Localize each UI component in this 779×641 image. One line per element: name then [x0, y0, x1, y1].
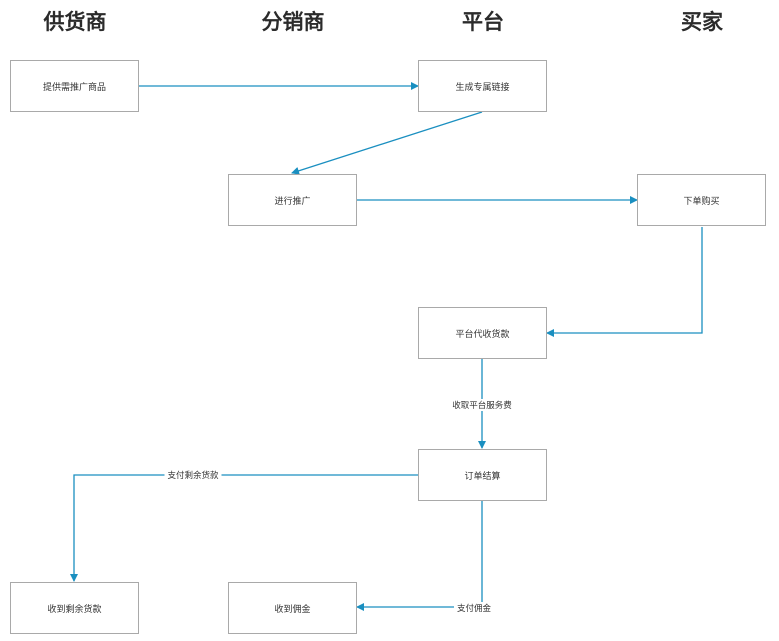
node-receive-commission: 收到佣金	[228, 582, 357, 634]
edge-label-pay-remaining: 支付剩余货款	[164, 469, 222, 481]
edge-label-service-fee: 收取平台服务费	[449, 399, 515, 411]
node-place-order: 下单购买	[637, 174, 766, 226]
lane-title-platform: 平台	[462, 10, 504, 34]
edge-order-to-collect	[546, 227, 703, 337]
edge-settlement-to-commission	[356, 501, 483, 611]
lane-title-buyer: 买家	[681, 10, 723, 34]
node-receive-remaining: 收到剩余货款	[10, 582, 139, 634]
edge-link-to-promote	[291, 111, 483, 175]
lane-title-supplier: 供货商	[43, 10, 107, 34]
node-collect-payment: 平台代收货款	[418, 307, 547, 359]
edge-settlement-to-remaining	[70, 474, 418, 582]
edge-label-pay-commission: 支付佣金	[453, 602, 495, 614]
node-promote: 进行推广	[228, 174, 357, 226]
node-settlement: 订单结算	[418, 449, 547, 501]
lane-title-distributor: 分销商	[261, 10, 325, 34]
node-generate-link: 生成专属链接	[418, 60, 547, 112]
node-provide-goods: 提供需推广商品	[10, 60, 139, 112]
